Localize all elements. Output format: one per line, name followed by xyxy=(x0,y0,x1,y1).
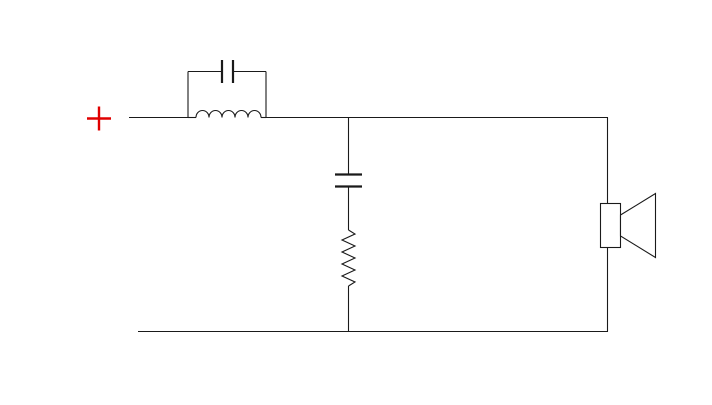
shunt-branch xyxy=(335,117,362,331)
speaker-magnet xyxy=(599,202,622,249)
inductor-coil xyxy=(195,109,262,118)
speaker-branch xyxy=(599,117,657,332)
input-terminal-plus xyxy=(87,106,111,131)
bypass-capacitor xyxy=(187,60,267,118)
speaker-icon xyxy=(599,192,657,259)
series-inductor xyxy=(188,109,266,119)
speaker-cone xyxy=(619,192,657,259)
shunt-resistor xyxy=(340,229,357,287)
